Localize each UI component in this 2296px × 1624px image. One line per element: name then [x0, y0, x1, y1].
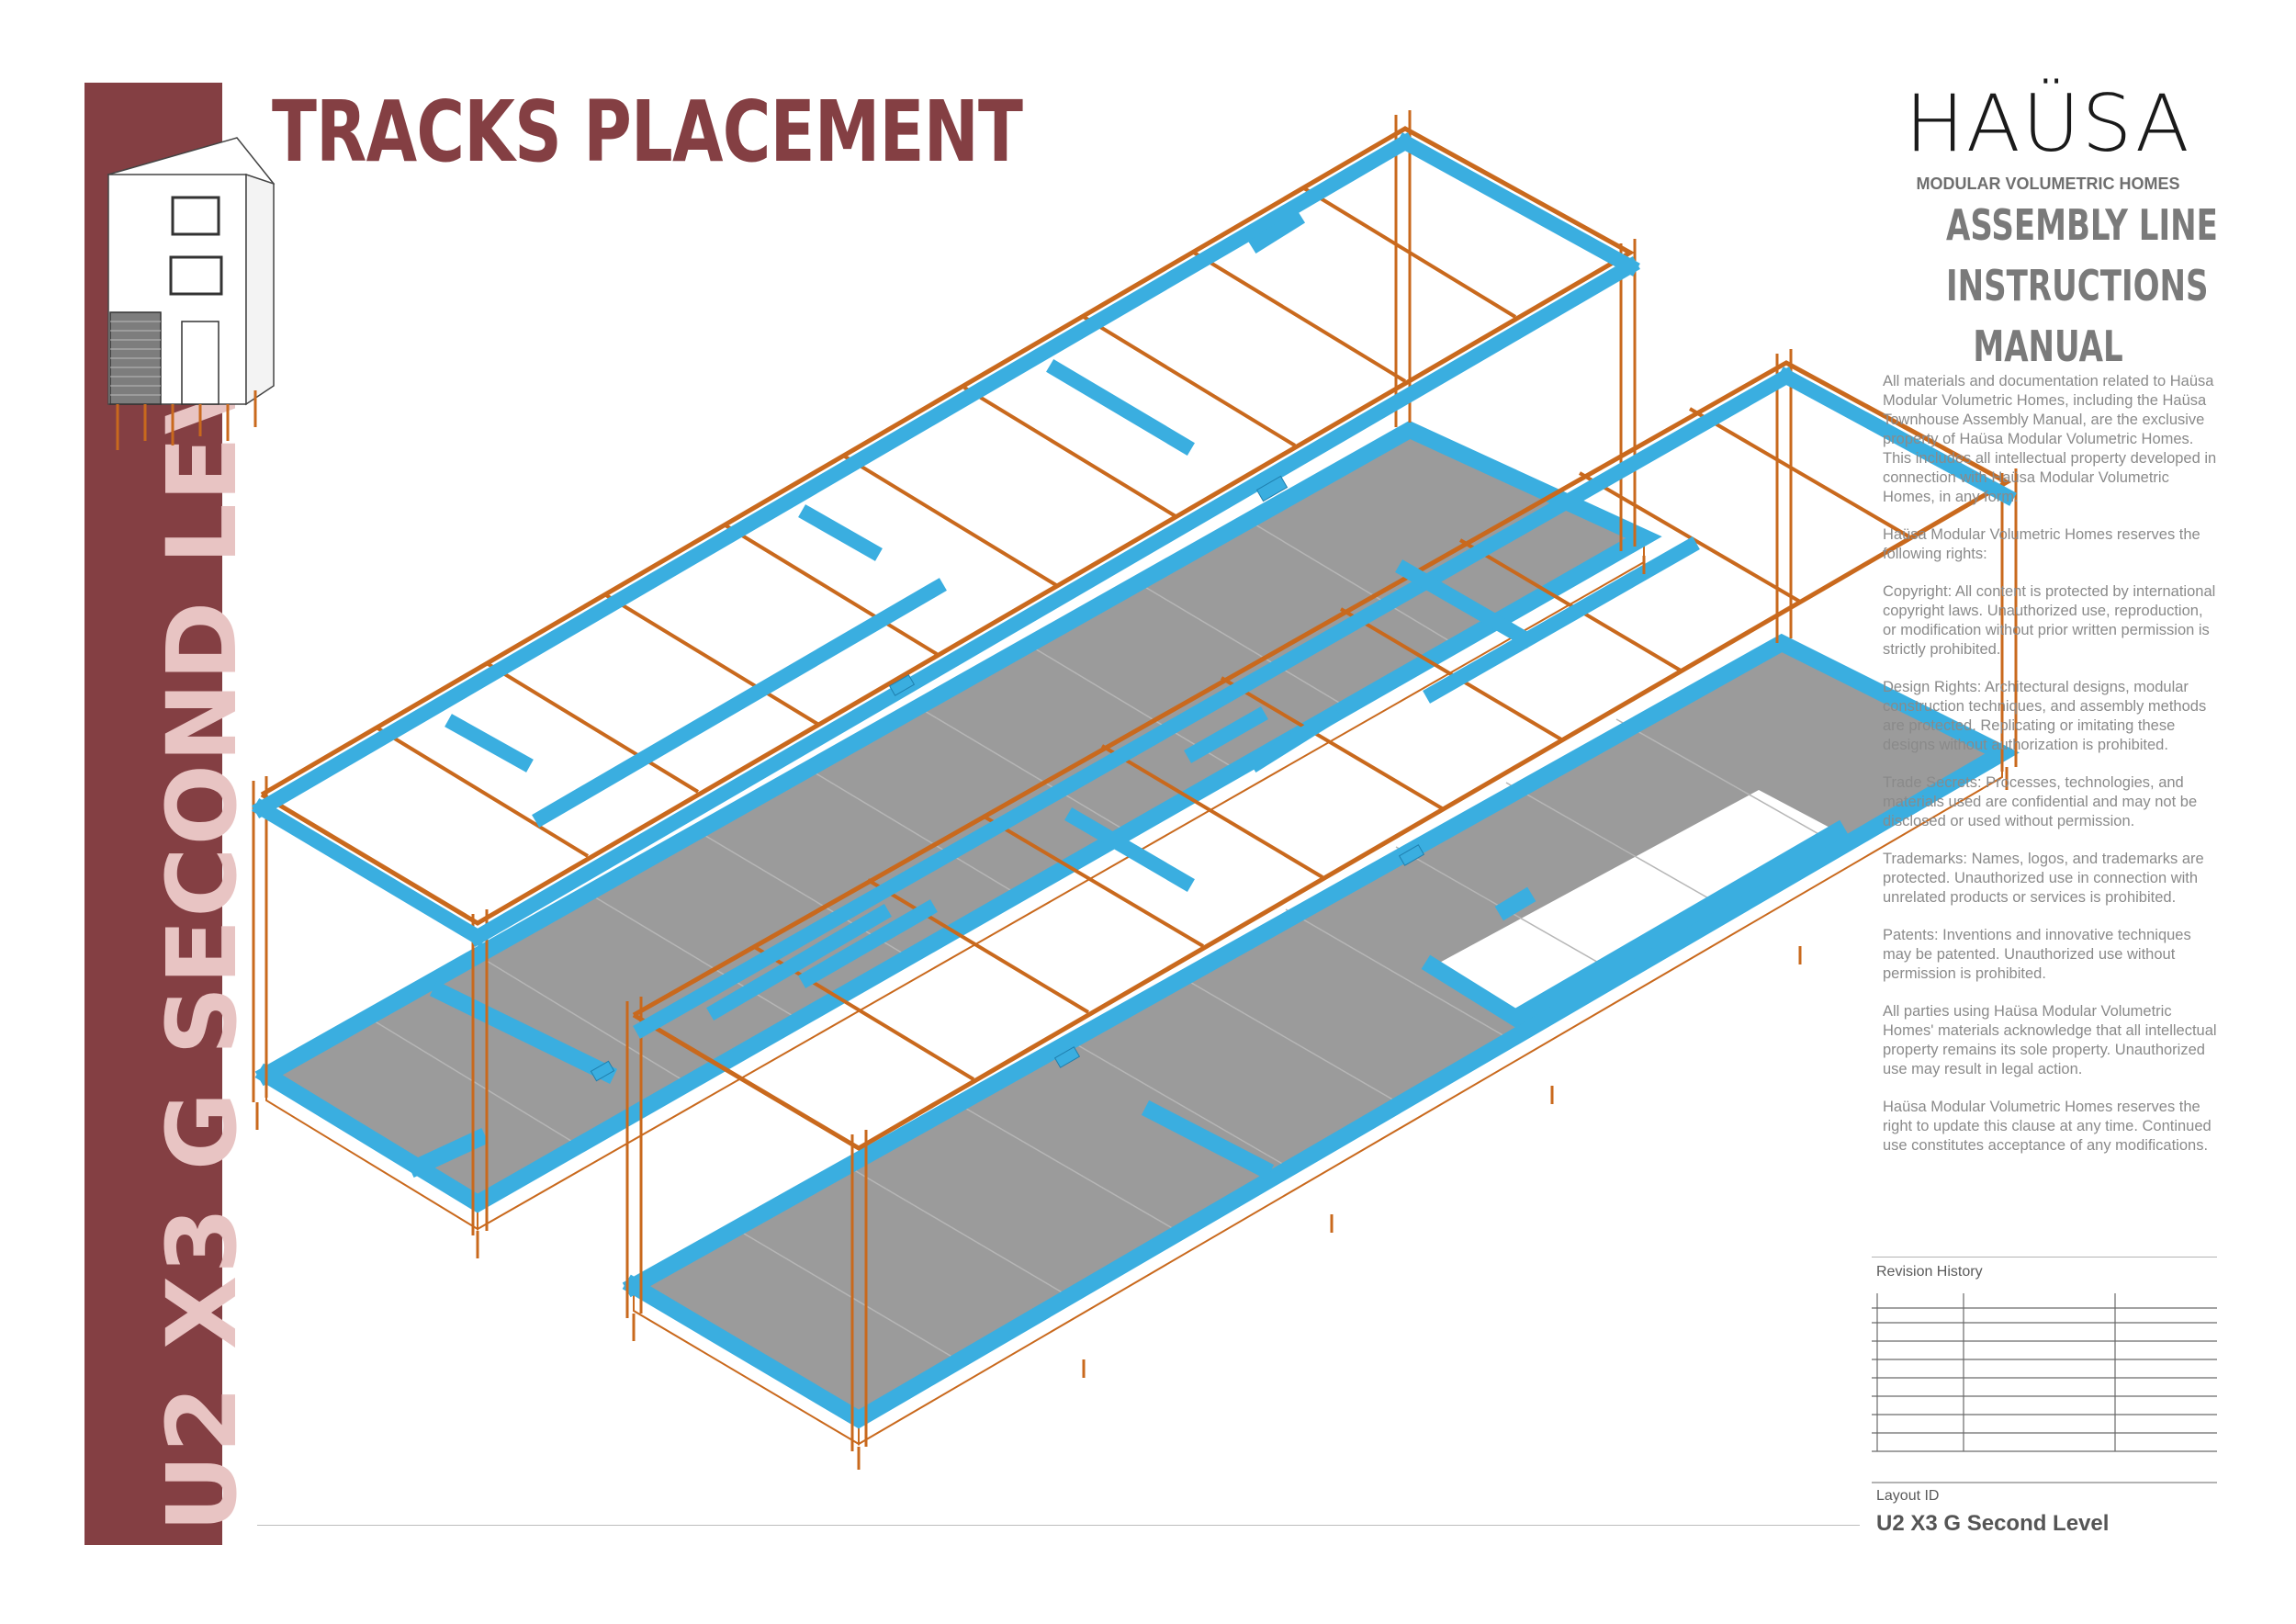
manual-line: MANUAL: [1973, 321, 2123, 371]
house-sketch-icon: [107, 137, 276, 450]
revision-label: Revision History: [1876, 1264, 1983, 1280]
revision-table: [1872, 1257, 2217, 1483]
page-title: TRACKS PLACEMENT: [272, 83, 1023, 181]
legal-notice: All materials and documentation related …: [1883, 372, 2218, 1174]
brand-block: HAÜSA MODULAR VOLUMETRIC HOMES: [1901, 85, 2195, 194]
legal-paragraph: Trademarks: Names, logos, and trademarks…: [1883, 851, 2204, 906]
legal-paragraph: All parties using Haüsa Modular Volumetr…: [1883, 1003, 2217, 1077]
layout-id: U2 X3 G Second Level: [1876, 1511, 2110, 1536]
legal-paragraph: Haüsa Modular Volumetric Homes reserves …: [1883, 526, 2200, 562]
legal-paragraph: Patents: Inventions and innovative techn…: [1883, 927, 2191, 982]
bottom-rule: [257, 1525, 1860, 1526]
legal-paragraph: Design Rights: Architectural designs, mo…: [1883, 679, 2207, 753]
brand-subtitle: MODULAR VOLUMETRIC HOMES: [1916, 175, 2180, 193]
brand-logo: HAÜSA: [1905, 78, 2191, 170]
legal-paragraph: Copyright: All content is protected by i…: [1883, 583, 2216, 658]
legal-paragraph: Trade Secrets: Processes, technologies, …: [1883, 774, 2198, 829]
layout-label: Layout ID: [1876, 1488, 1940, 1504]
legal-paragraph: All materials and documentation related …: [1883, 373, 2217, 505]
legal-paragraph: Haüsa Modular Volumetric Homes reserves …: [1883, 1099, 2212, 1154]
